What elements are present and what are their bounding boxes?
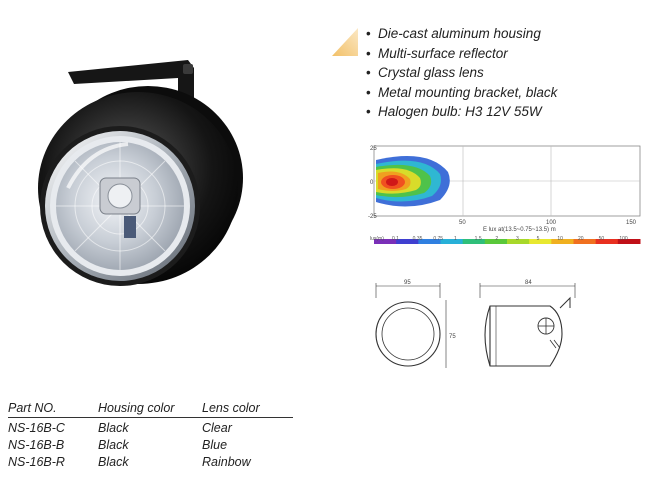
feature-list: Die-cast aluminum housing Multi-surface … — [366, 24, 557, 122]
isolux-contour — [386, 178, 398, 186]
legend-color-swatch — [440, 239, 464, 244]
legend-value-label: 5 — [536, 236, 540, 242]
legend-color-swatch — [507, 239, 530, 244]
cell-housing-color: Black — [98, 438, 129, 452]
front-inner-circle — [381, 307, 435, 361]
side-width-label: 84 — [525, 280, 532, 286]
legend-color-swatch — [418, 239, 441, 244]
legend-color-swatch — [573, 239, 597, 244]
corner-triangle-decoration — [332, 28, 358, 56]
feature-item: Die-cast aluminum housing — [366, 24, 557, 44]
beam-legend-left-label: lux(m) — [370, 236, 384, 242]
legend-color-swatch — [551, 239, 574, 244]
beam-tick-bottom: 50 — [459, 220, 466, 226]
feature-item: Metal mounting bracket, black — [366, 83, 557, 103]
dimension-drawings: 95 75 84 — [375, 280, 576, 368]
cell-lens-color: Blue — [202, 438, 228, 452]
legend-value-label: 2 — [495, 236, 499, 242]
beam-color-legend — [374, 239, 641, 244]
beam-tick-left: 25 — [370, 146, 377, 152]
beam-pattern-chart: 25 0 -25 50 100 150 E lux at(13.5~0.75~1… — [368, 145, 641, 244]
front-outer-circle — [375, 301, 441, 367]
feature-item: Crystal glass lens — [366, 63, 557, 83]
beam-tick-bottom: 150 — [626, 220, 637, 226]
legend-color-swatch — [617, 239, 641, 244]
legend-value-label: 3 — [516, 236, 519, 242]
legend-color-swatch — [374, 239, 397, 244]
fog-lamp-photo — [38, 60, 243, 286]
front-height-label: 75 — [449, 334, 456, 340]
beam-tick-bottom: 100 — [546, 220, 557, 226]
header-lens-color: Lens color — [202, 401, 260, 415]
legend-value-label: 100 — [619, 236, 628, 242]
legend-value-label: 0.35 — [412, 236, 423, 242]
cell-lens-color: Clear — [202, 421, 232, 435]
beam-axis-note: E lux at(13.5~0.75~13.5) m — [483, 227, 556, 233]
beam-legend-labels: lux(m) 0.1 0.35 0.75 1 1.5 2 3 5 10 20 50 100 — [370, 236, 642, 246]
feature-item: Halogen bulb: H3 12V 55W — [366, 102, 557, 122]
legend-value-label: 0.75 — [433, 236, 444, 242]
legend-value-label: 10 — [557, 236, 563, 242]
legend-color-swatch — [595, 239, 619, 244]
legend-color-swatch — [484, 239, 508, 244]
side-view-drawing — [479, 283, 576, 367]
legend-value-label: 0.1 — [392, 236, 399, 242]
cell-part-no: NS-16B-C — [8, 421, 65, 435]
legend-value-label: 50 — [598, 236, 605, 242]
beam-tick-left: -25 — [368, 214, 377, 220]
legend-color-swatch — [462, 239, 486, 244]
cell-part-no: NS-16B-R — [8, 455, 65, 469]
front-view-drawing — [375, 283, 447, 368]
beam-tick-left: 0 — [370, 180, 374, 186]
header-part-no: Part NO. — [8, 401, 57, 415]
cell-part-no: NS-16B-B — [8, 438, 65, 452]
spec-table: Part NO. Housing color Lens color NS-16B… — [8, 400, 293, 471]
legend-value-label: 1.5 — [474, 236, 482, 242]
legend-color-swatch — [396, 239, 419, 244]
spec-table-header: Part NO. Housing color Lens color — [8, 400, 293, 418]
feature-item: Multi-surface reflector — [366, 44, 557, 64]
legend-value-label: 1 — [454, 236, 457, 242]
front-width-label: 95 — [404, 280, 411, 286]
beam-isolux-contours — [376, 156, 450, 207]
cell-lens-color: Rainbow — [202, 455, 251, 469]
table-row: NS-16B-B Black Blue — [8, 437, 293, 454]
cell-housing-color: Black — [98, 455, 129, 469]
table-row: NS-16B-R Black Rainbow — [8, 454, 293, 471]
table-row: NS-16B-C Black Clear — [8, 420, 293, 437]
legend-color-swatch — [529, 239, 552, 244]
cell-housing-color: Black — [98, 421, 129, 435]
side-body-outline — [484, 305, 563, 367]
legend-value-label: 20 — [578, 236, 584, 242]
header-housing-color: Housing color — [98, 401, 175, 415]
